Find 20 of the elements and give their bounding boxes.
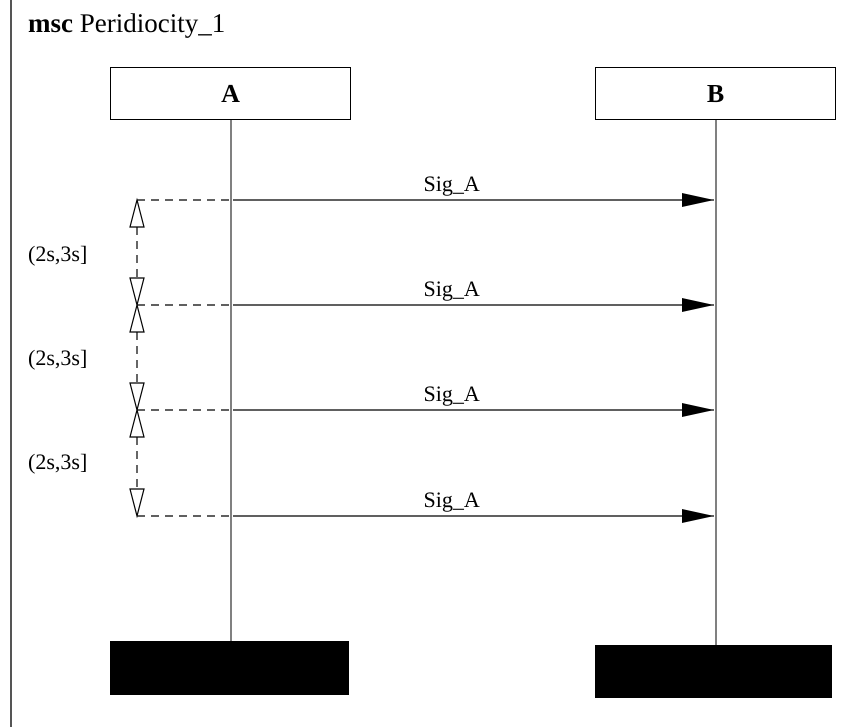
- instance-head-box: [110, 67, 351, 120]
- time-constraint-label: (2s,3s]: [28, 347, 88, 369]
- message-label: Sig_A: [424, 489, 480, 511]
- lifeline: [714, 120, 718, 645]
- instance-name: A: [221, 78, 240, 108]
- message-arrow: [233, 193, 714, 207]
- instance-name: B: [706, 78, 724, 108]
- instance-end-bar: [595, 645, 832, 698]
- message-label: Sig_A: [424, 383, 480, 405]
- message-arrow: [233, 509, 714, 523]
- message-label: Sig_A: [424, 173, 480, 195]
- instance-head-box: [595, 67, 836, 120]
- instance-end-bar: [110, 641, 349, 695]
- diagram-title: msc Peridiocity_1: [28, 10, 226, 37]
- time-constraint-label: (2s,3s]: [28, 451, 88, 473]
- time-constraint-label: (2s,3s]: [28, 243, 88, 265]
- message-arrow: [233, 403, 714, 417]
- message-label: Sig_A: [424, 278, 480, 300]
- message-arrow: [233, 298, 714, 312]
- lifeline: [229, 120, 233, 641]
